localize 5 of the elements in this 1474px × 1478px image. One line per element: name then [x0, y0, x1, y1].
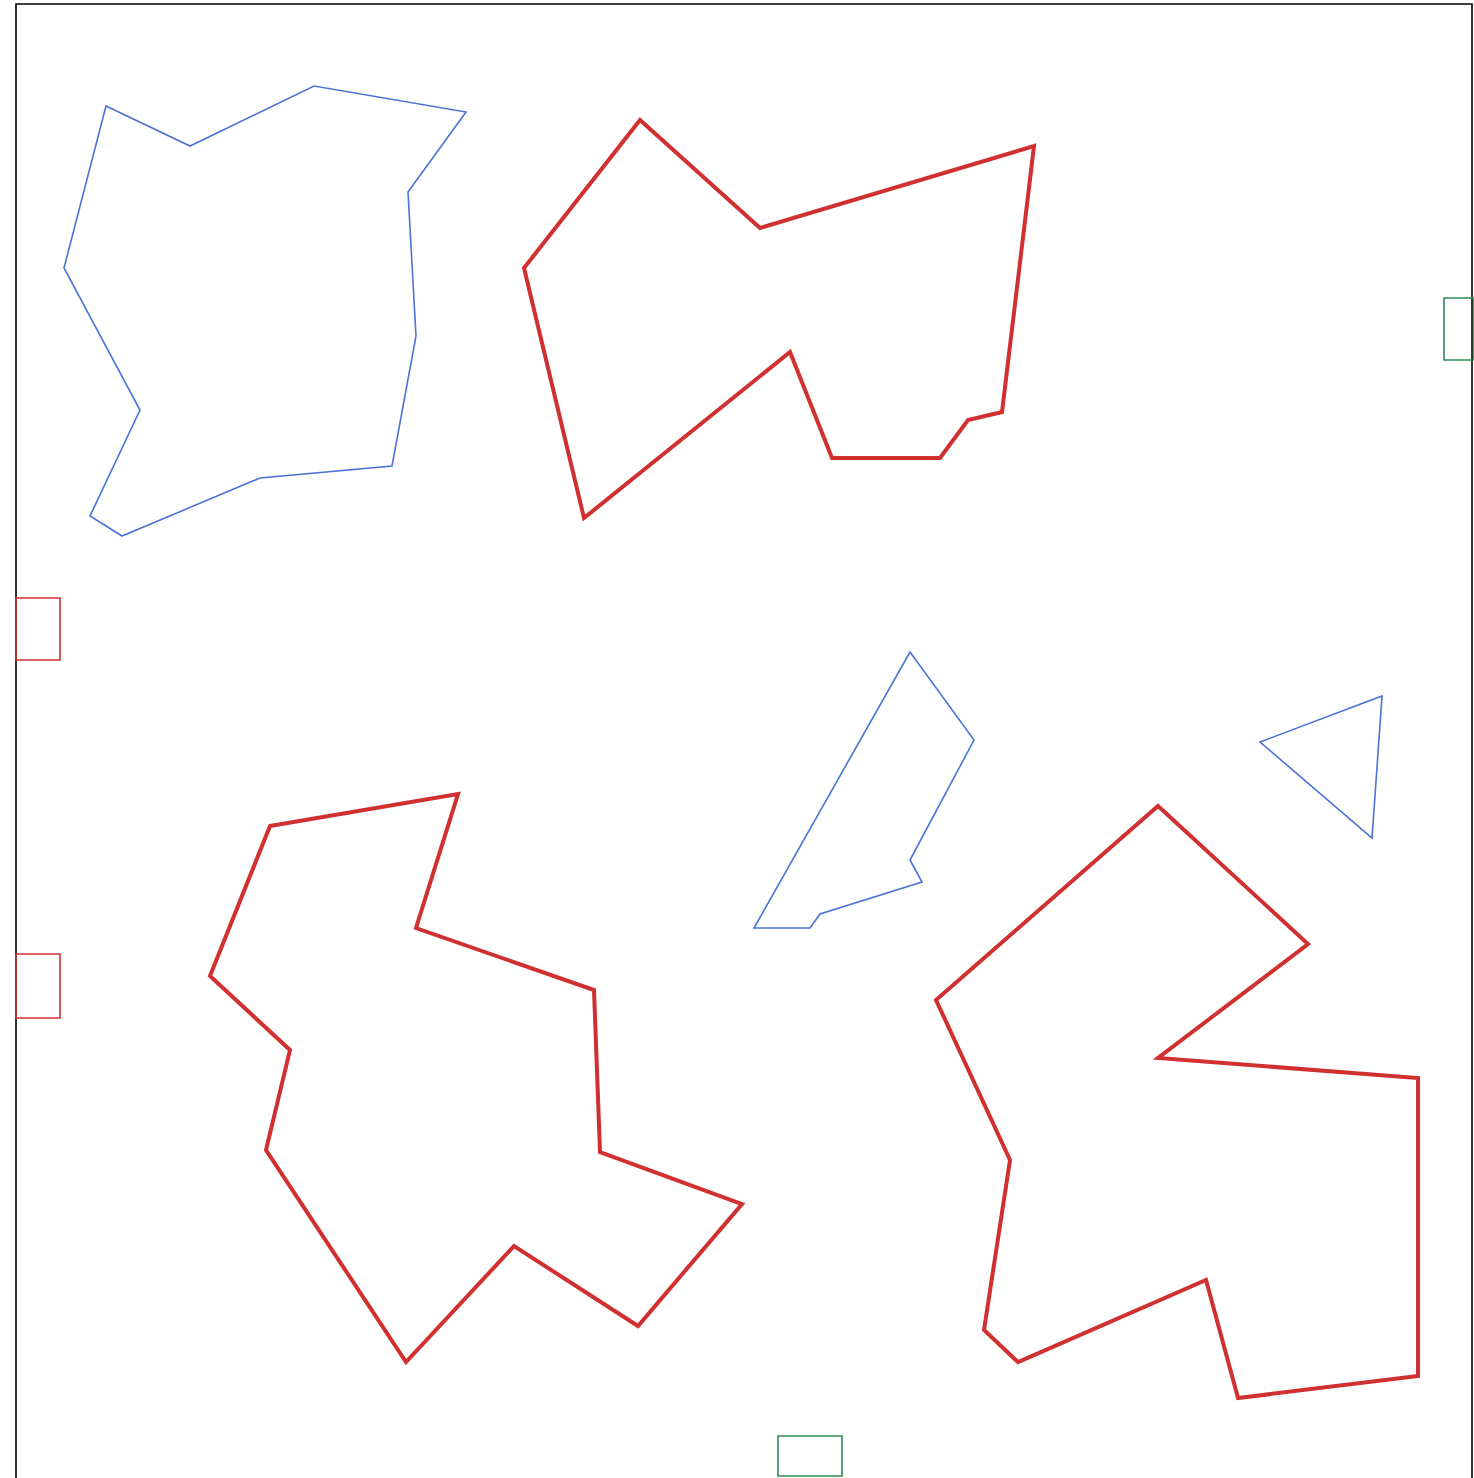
- polygon-outline: [63, 85, 468, 537]
- rectangle-outline: [15, 597, 61, 661]
- rectangle-outline: [1443, 297, 1474, 361]
- rectangle-outline: [777, 1435, 843, 1477]
- rectangle-outline: [15, 953, 61, 1019]
